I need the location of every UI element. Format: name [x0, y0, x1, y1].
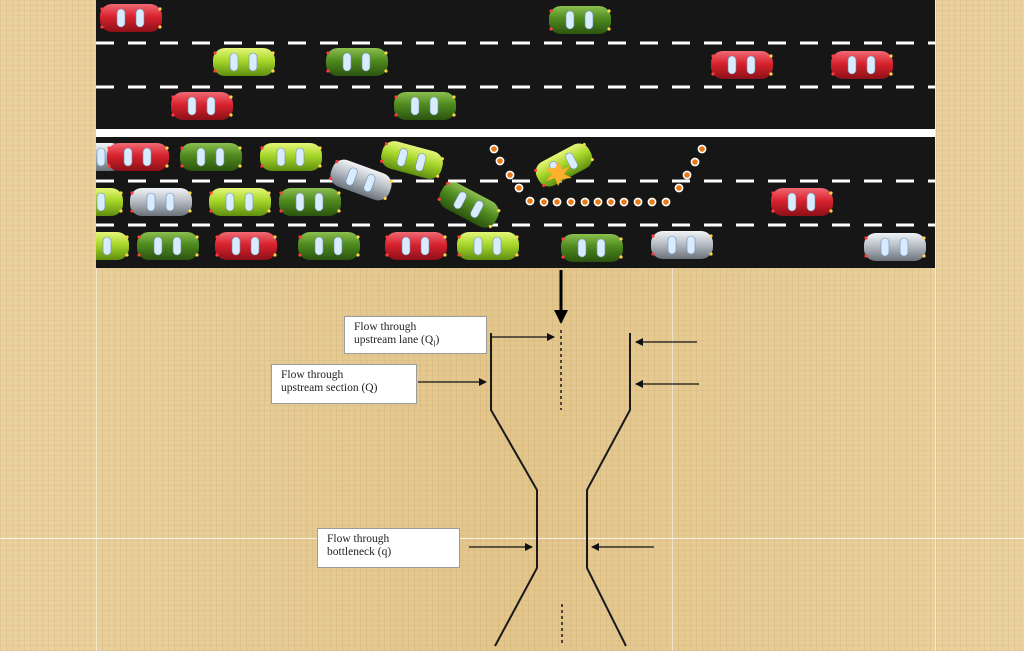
label-line: upstream lane (Ql): [354, 334, 478, 350]
upstream-section-label: Flow through upstream section (Q): [271, 364, 417, 404]
upstream-lane-label: Flow through upstream lane (Ql): [344, 316, 487, 354]
label-line: Flow through: [327, 533, 390, 545]
label-text: upstream lane (Q: [354, 334, 434, 346]
label-line: upstream section (Q): [281, 382, 378, 394]
lane-markings: [96, 41, 935, 227]
bottleneck-label: Flow through bottleneck (q): [317, 528, 460, 568]
median-line: [96, 129, 935, 137]
traffic-cone-icon: [489, 144, 707, 207]
road-outline: [490, 333, 631, 647]
label-line: bottleneck (q): [327, 546, 392, 558]
label-text: ): [435, 334, 440, 346]
crash-zone: [489, 138, 707, 207]
tile-seam: [0, 538, 1024, 539]
tile-seam: [672, 0, 673, 651]
label-line: Flow through: [281, 369, 344, 381]
crash-star-icon: [545, 161, 572, 186]
tile-seam: [96, 0, 97, 651]
lane-centerline: [560, 330, 563, 646]
tile-seam: [935, 0, 936, 651]
highway-illustration: [96, 0, 935, 268]
label-line: Flow through: [354, 321, 417, 333]
label-subscript: l: [433, 339, 436, 349]
